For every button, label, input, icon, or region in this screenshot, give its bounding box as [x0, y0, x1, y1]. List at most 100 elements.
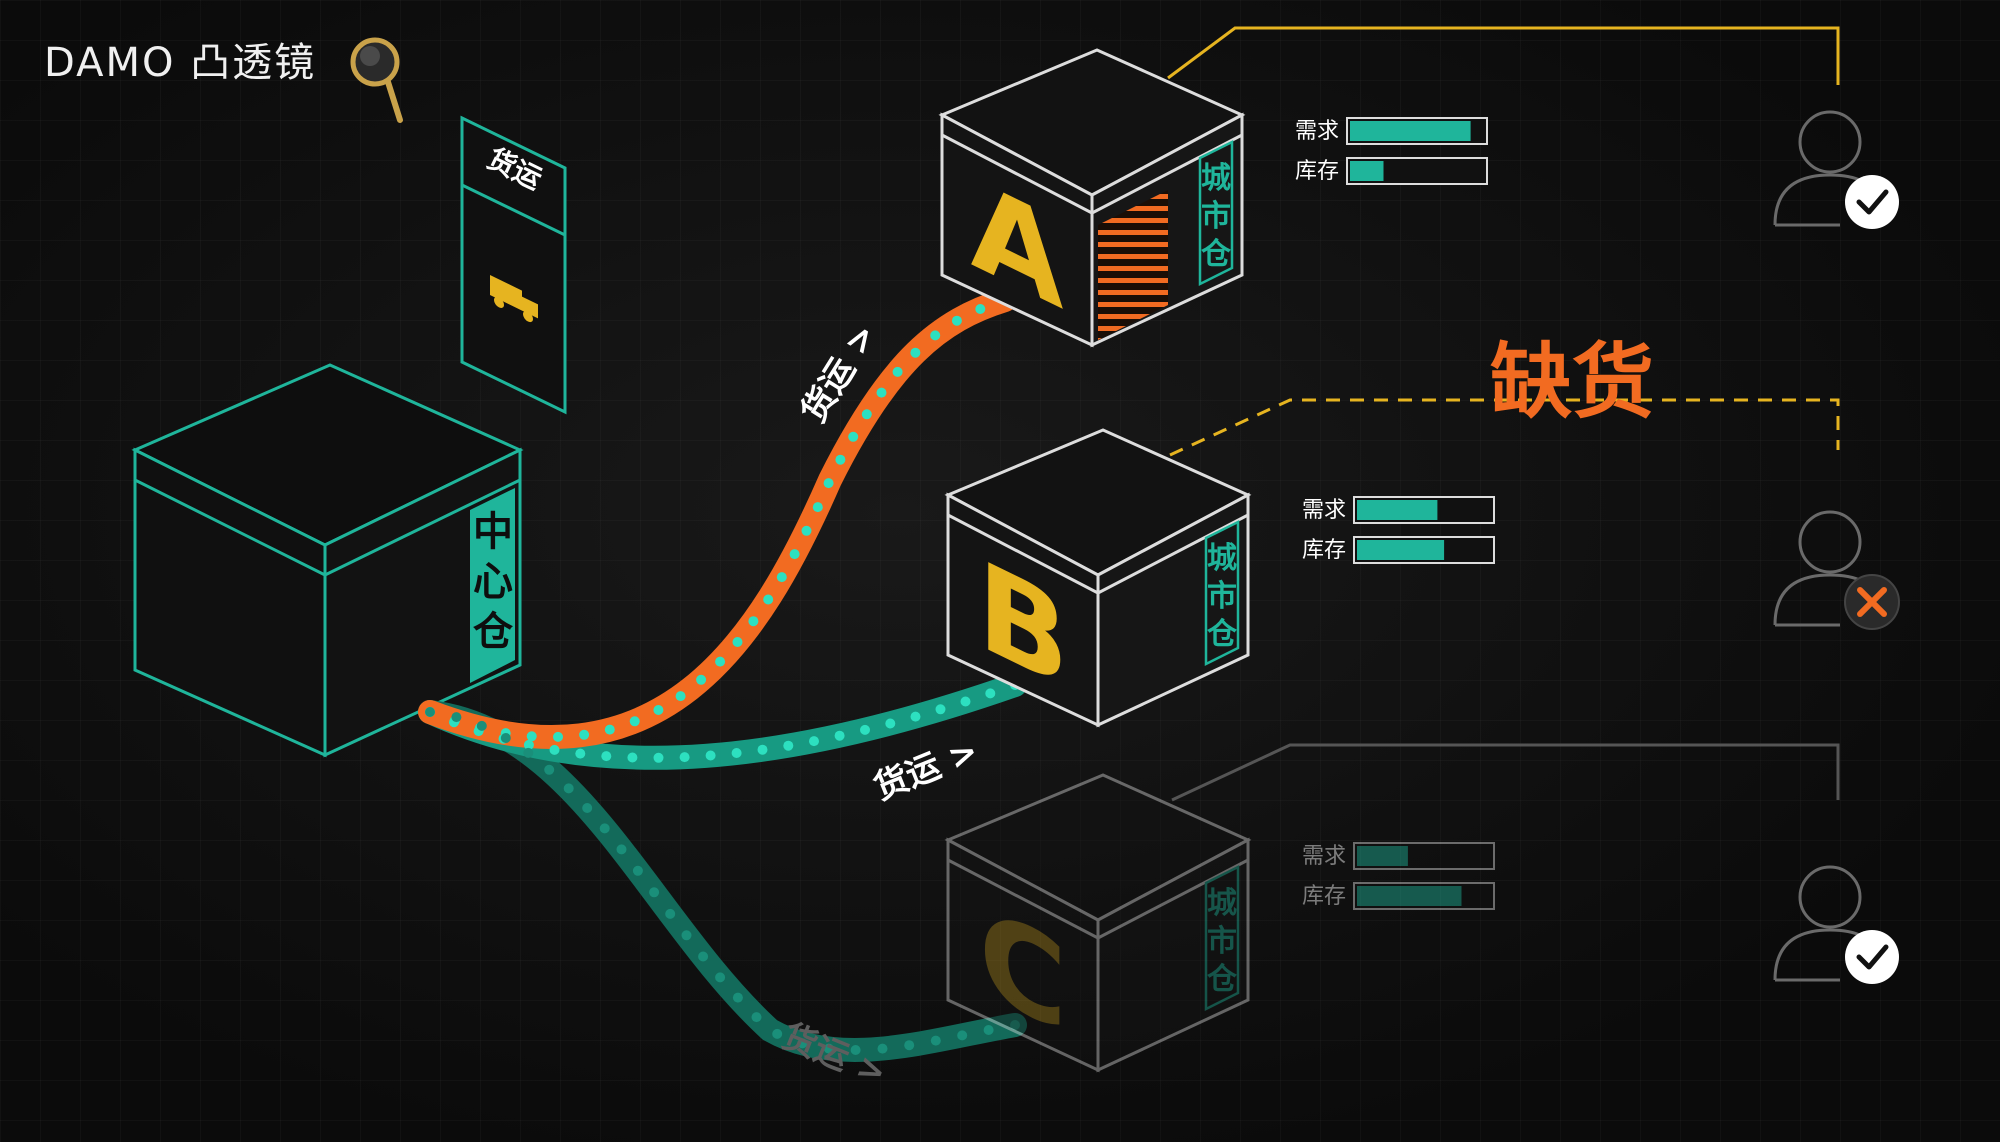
route-dot	[696, 674, 707, 685]
route-dot	[935, 704, 946, 715]
route-dot	[975, 304, 986, 314]
route-dot	[783, 740, 794, 751]
route-dot	[563, 783, 574, 794]
stock-bar-fill	[1357, 886, 1462, 906]
connector-line-a	[1167, 26, 1840, 85]
city-warehouse-side-label: 城市仓	[1207, 886, 1238, 997]
route-dot	[500, 733, 511, 743]
brand-logo: DAMO 凸透镜	[44, 37, 403, 123]
route-dot	[629, 716, 640, 727]
route-dot	[715, 972, 726, 983]
stock-bar-track	[1353, 882, 1495, 910]
demand-label: 需求	[1302, 844, 1346, 869]
route-dot	[653, 752, 664, 763]
connector-lines	[1167, 26, 1840, 802]
stock-bar-fill	[1357, 540, 1445, 560]
freight-panel: 货运	[460, 115, 567, 415]
route-dot	[681, 930, 692, 941]
route-dot	[877, 1043, 888, 1054]
route-label-b: 货运 >	[868, 731, 983, 809]
route-dot	[763, 594, 774, 605]
route-dot	[850, 1045, 861, 1055]
route-dot	[910, 347, 921, 358]
route-dot	[523, 747, 534, 758]
check-icon	[1845, 930, 1899, 984]
route-dot	[772, 1028, 783, 1039]
city-warehouse-side-label: 城市仓	[1201, 161, 1232, 272]
cross-icon	[1844, 574, 1900, 630]
route-dot	[797, 1038, 808, 1049]
route-dot	[910, 711, 921, 722]
route-dot	[823, 478, 834, 489]
demand-label: 需求	[1295, 119, 1339, 144]
route-dot	[601, 751, 612, 762]
route-dot	[957, 1030, 968, 1041]
route-dot	[679, 752, 690, 763]
route-dot	[451, 712, 462, 723]
route-dot	[876, 387, 887, 398]
route-dot	[904, 1040, 915, 1051]
route-dot	[599, 823, 610, 834]
route-dot	[789, 549, 800, 560]
customer-status-c	[1773, 865, 1899, 984]
route-dot	[985, 688, 996, 699]
stock-bar-fill	[1350, 161, 1384, 181]
route-dot	[776, 572, 787, 583]
route-dot	[582, 803, 593, 813]
route-dot	[549, 744, 560, 755]
truck-icon	[490, 275, 538, 323]
route-dot	[632, 865, 643, 876]
demand-bar-track	[1353, 842, 1495, 870]
route-dot	[526, 731, 537, 742]
route-dot	[834, 730, 845, 741]
route-dot	[675, 691, 686, 702]
route-dot	[960, 696, 971, 707]
route-dot	[698, 951, 709, 962]
route-dot	[823, 1043, 834, 1054]
route-dot	[892, 366, 903, 377]
route-dot	[751, 1012, 762, 1023]
freight-routes	[418, 288, 1027, 1062]
route-dot	[665, 908, 676, 919]
route-dot	[757, 744, 768, 755]
route-dot	[425, 707, 435, 717]
route-dot	[553, 731, 563, 742]
connector-line-b	[1169, 398, 1840, 457]
route-dot	[476, 720, 487, 731]
route-dot	[715, 656, 726, 667]
customer-status-a	[1773, 110, 1899, 229]
route-dot	[544, 764, 555, 775]
demand-bar-fill	[1357, 500, 1438, 520]
customer-status-list	[1773, 110, 1900, 984]
route-dot	[930, 330, 941, 341]
route-dot	[885, 718, 896, 729]
route-dot	[604, 724, 615, 735]
route-dot	[649, 887, 660, 898]
connector-line-c	[1171, 743, 1840, 802]
route-dot	[653, 705, 664, 715]
city-warehouse-side-label: 城市仓	[1207, 541, 1238, 652]
route-dot	[748, 616, 759, 627]
route-dot	[731, 748, 742, 758]
stock-label: 库存	[1295, 159, 1339, 184]
demand-label: 需求	[1302, 498, 1346, 523]
route-dot	[860, 724, 870, 735]
shortage-label: 缺货	[1490, 335, 1654, 430]
demand-bar-fill	[1350, 121, 1471, 141]
magnifier-icon	[350, 37, 403, 123]
center-warehouse: 中心仓	[131, 363, 524, 758]
route-dot	[627, 752, 638, 763]
stock-stripes	[1098, 190, 1168, 340]
route-dot	[809, 736, 819, 747]
customer-status-b	[1773, 510, 1900, 630]
route-dot	[523, 739, 534, 750]
route-dot	[848, 431, 859, 442]
route-dot	[732, 992, 743, 1003]
route-dot	[812, 502, 823, 513]
route-dot	[616, 844, 627, 855]
